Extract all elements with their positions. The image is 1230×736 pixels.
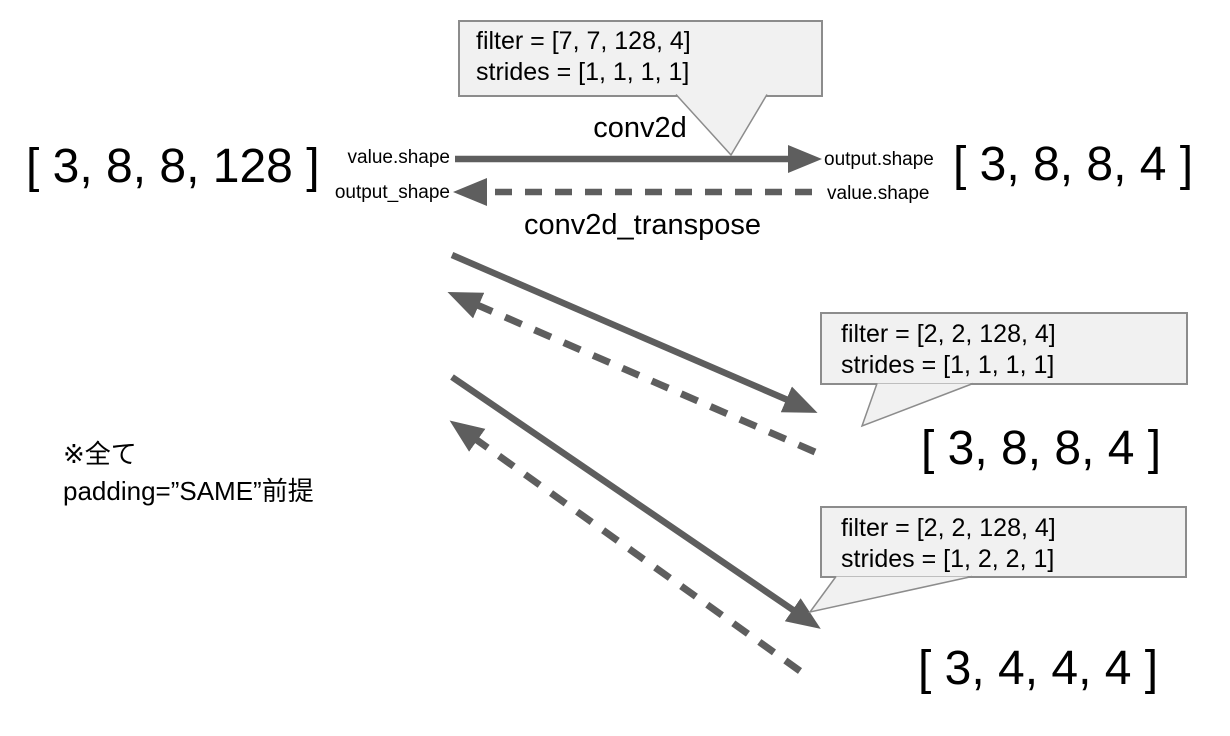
transpose-output-shape-stride1-text: [ 3, 8, 8, 4 ] <box>921 422 1162 475</box>
callout-tail-middle <box>860 382 974 428</box>
conv2d-transpose-diagonal-arrow-1 <box>447 292 817 456</box>
conv2d-diagonal-arrow-2 <box>450 374 821 629</box>
padding-note: ※全て padding=”SAME”前提 <box>63 436 314 510</box>
conv-output-shape-text: [ 3, 8, 8, 4 ] <box>953 138 1194 191</box>
callout-transpose-stride1-params: filter = [2, 2, 128, 4] strides = [1, 1,… <box>820 312 1188 385</box>
conv2d-diagonal-arrow-1 <box>450 252 818 413</box>
input-shape-text: [ 3, 8, 8, 128 ] <box>26 140 320 193</box>
padding-note-line1: ※全て <box>63 439 137 469</box>
conv2d-label: conv2d <box>593 112 687 144</box>
callout-strides-line: strides = [1, 2, 2, 1] <box>841 545 1055 573</box>
padding-note-line2: padding=”SAME”前提 <box>63 476 314 506</box>
left-output-shape-label: output_shape <box>334 182 450 203</box>
callout-filter-line: filter = [2, 2, 128, 4] <box>841 514 1056 542</box>
callout-strides-line: strides = [1, 1, 1, 1] <box>476 58 690 86</box>
conv2d-transpose-label: conv2d_transpose <box>524 209 761 241</box>
callout-conv2d-params: filter = [7, 7, 128, 4] strides = [1, 1,… <box>458 20 823 97</box>
right-output-shape-label: output.shape <box>824 149 934 170</box>
callout-transpose-stride2-params: filter = [2, 2, 128, 4] strides = [1, 2,… <box>820 506 1187 578</box>
conv2d-transpose-diagonal-arrow-2 <box>449 420 803 674</box>
callout-filter-line: filter = [7, 7, 128, 4] <box>476 27 691 55</box>
transpose-output-shape-stride2-text: [ 3, 4, 4, 4 ] <box>918 642 1159 695</box>
callout-tail-bottom <box>808 575 973 614</box>
callout-strides-line: strides = [1, 1, 1, 1] <box>841 351 1055 379</box>
callout-filter-line: filter = [2, 2, 128, 4] <box>841 320 1056 348</box>
right-value-shape-label: value.shape <box>827 183 930 204</box>
left-value-shape-label: value.shape <box>347 147 450 168</box>
